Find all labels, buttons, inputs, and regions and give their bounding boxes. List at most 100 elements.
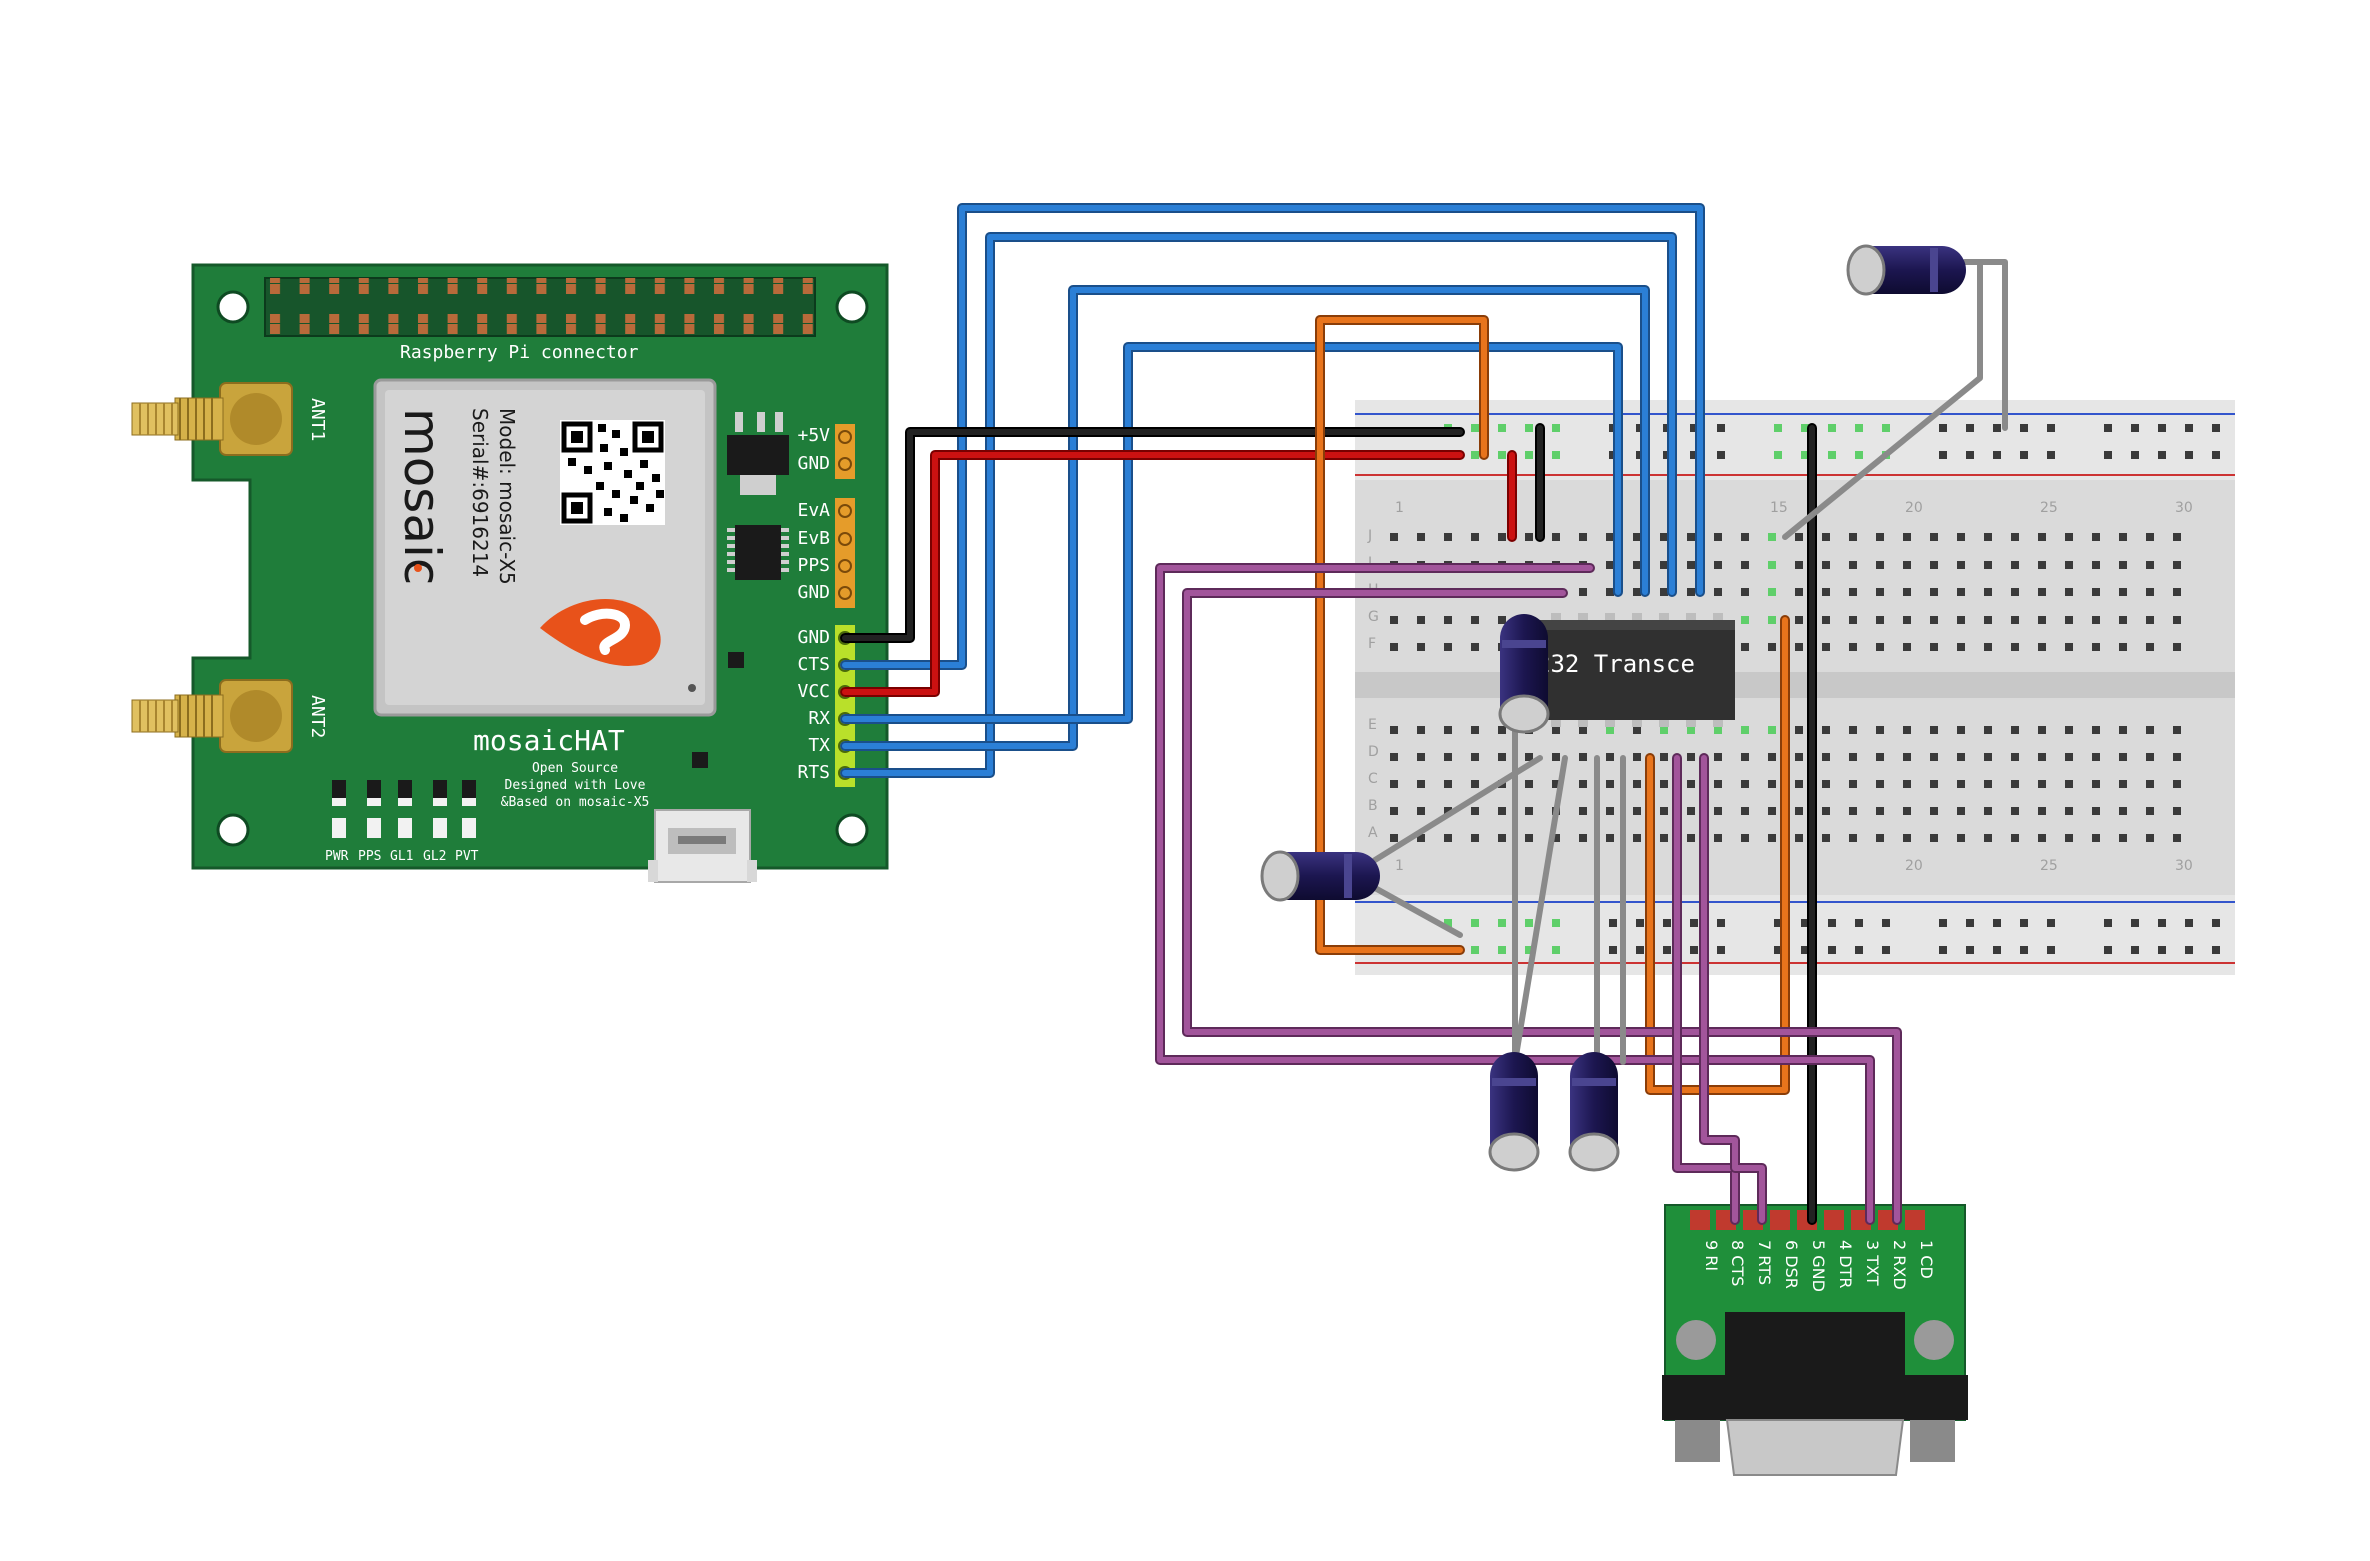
- level-shifter-chip: [727, 525, 789, 580]
- pin-label-eva: EvA: [797, 500, 830, 521]
- col-number-30: 30: [2175, 500, 2193, 516]
- col-number-15: 15: [1770, 500, 1788, 516]
- db9-connector-shell: [1725, 1419, 1905, 1476]
- row-letter-c: C: [1368, 771, 1378, 787]
- col-number-25: 25: [2040, 500, 2058, 516]
- row-letter-d: D: [1368, 744, 1379, 760]
- cap-lead: [1372, 885, 1463, 938]
- db9-pin-label-2: 2 RXD: [1890, 1240, 1909, 1290]
- wire-black-gnd[interactable]: [840, 427, 1465, 643]
- wire-blue-rts[interactable]: [840, 232, 1677, 778]
- led-label-gl1: GL1: [390, 849, 413, 864]
- module-brand: mosaic: [393, 408, 451, 585]
- micro-usb-port[interactable]: [648, 809, 757, 883]
- board-title: mosaicHAT: [473, 724, 625, 757]
- mount-hole: [1914, 1320, 1954, 1360]
- mount-hole: [216, 813, 250, 847]
- db9-pin-label-6: 6 DSR: [1782, 1240, 1801, 1289]
- status-leds: PWR PPS GL1 GL2 PVT: [325, 780, 479, 864]
- pin-label-rts: RTS: [797, 762, 830, 783]
- pin-label-rx: RX: [808, 708, 830, 729]
- ant1-sma-connector: [131, 382, 293, 456]
- db9-pin-label-1: 1 CD: [1917, 1240, 1936, 1279]
- cap-lead: [1512, 755, 1568, 1065]
- db9-pin-label-4: 4 DTR: [1836, 1240, 1855, 1288]
- wire-purple-rxd[interactable]: [1182, 588, 1902, 1225]
- row-letter-g: G: [1368, 609, 1379, 625]
- ant2-label: ANT2: [307, 695, 328, 738]
- pin-label-evb: EvB: [797, 528, 830, 549]
- led-label-pvt: PVT: [455, 849, 479, 864]
- cap-lead: [1782, 259, 1983, 540]
- wire-red-vcc[interactable]: [840, 450, 1465, 697]
- led-label-pps: PPS: [358, 849, 381, 864]
- module-serial: Serial#:6916214: [468, 408, 492, 577]
- pin-label-5v: +5V: [797, 425, 830, 446]
- row-letter-f: F: [1368, 636, 1376, 652]
- ant2-sma-connector: [131, 679, 293, 753]
- db9-pin-label-5: 5 GND: [1809, 1240, 1828, 1292]
- board-subtitle-2: Designed with Love: [505, 778, 646, 793]
- wire-blue-tx[interactable]: [840, 285, 1650, 751]
- septentrio-logo-icon: [540, 598, 661, 666]
- ic-label: 232 Transce: [1536, 650, 1695, 678]
- mosaic-hat-board: Raspberry Pi connector: [131, 263, 889, 883]
- small-chip: [728, 652, 744, 668]
- uart-pin-header: [835, 625, 855, 787]
- capacitor-on-ic: [1498, 614, 1550, 734]
- db9-pin-label-7: 7 RTS: [1755, 1240, 1774, 1285]
- small-chip: [692, 752, 708, 768]
- mount-hole: [216, 290, 250, 324]
- wire-orange-rail[interactable]: [1315, 315, 1489, 955]
- pin-label-pps: PPS: [797, 555, 830, 576]
- wire-purple-txd[interactable]: [1155, 563, 1875, 1225]
- led-label-pwr: PWR: [325, 849, 349, 864]
- breadboard: J I H G F E D C B A 1 15 20 25 30 1 20 2…: [1355, 400, 2235, 975]
- wire-purple-cts[interactable]: [1672, 753, 1740, 1225]
- wire-purple-rts[interactable]: [1699, 753, 1767, 1225]
- ant1-label: ANT1: [307, 398, 328, 441]
- raspberry-pi-header: [264, 277, 816, 337]
- col-number-20: 20: [1905, 500, 1923, 516]
- db9-pin-label-9: 9 RI: [1702, 1240, 1721, 1271]
- wire-orange-loop[interactable]: [1645, 615, 1790, 1095]
- mount-hole: [1676, 1320, 1716, 1360]
- mount-hole: [835, 290, 869, 324]
- col-number-1-bottom: 1: [1395, 858, 1404, 874]
- col-number-20-bottom: 20: [1905, 858, 1923, 874]
- board-subtitle-3: &Based on mosaic-X5: [501, 795, 650, 810]
- mosaic-x5-module: mosaic Model: mosaic-X5 Serial#:6916214: [373, 378, 717, 717]
- db9-pin-label-8: 8 CTS: [1728, 1240, 1747, 1286]
- capacitor-bottom-1: [1488, 1052, 1540, 1172]
- capacitor-bottom-2: [1568, 1052, 1620, 1172]
- module-model: Model: mosaic-X5: [495, 408, 519, 585]
- col-number-1: 1: [1395, 500, 1404, 516]
- connector-label: Raspberry Pi connector: [400, 342, 639, 363]
- wire-blue-cts[interactable]: [840, 203, 1705, 670]
- wire-blue-rx[interactable]: [840, 342, 1623, 724]
- qr-code-icon: [560, 420, 665, 525]
- row-letter-j: J: [1367, 528, 1372, 544]
- event-pin-header: [835, 498, 855, 608]
- col-number-30-bottom: 30: [2175, 858, 2193, 874]
- rs232-transceiver-ic: 232 Transce: [1536, 613, 1735, 727]
- pin-label-tx: TX: [808, 735, 830, 756]
- row-letter-b: B: [1368, 798, 1378, 814]
- row-letter-a: A: [1368, 825, 1378, 841]
- voltage-regulator: [727, 412, 789, 495]
- col-number-25-bottom: 25: [2040, 858, 2058, 874]
- pin-label-gnd-uart: GND: [797, 627, 830, 648]
- db9-connector-body: [1725, 1312, 1905, 1382]
- capacitor-left: [1260, 850, 1380, 902]
- pin-label-vcc: VCC: [797, 681, 830, 702]
- pin-label-cts: CTS: [797, 654, 830, 675]
- pin-label-gnd-power: GND: [797, 453, 830, 474]
- led-label-gl2: GL2: [423, 849, 446, 864]
- db9-breakout-board: 9 RI 8 CTS 7 RTS 6 DSR 5 GND 4 DTR 3 TXT…: [1662, 1204, 1968, 1476]
- cap-lead: [1372, 755, 1543, 863]
- mount-hole: [835, 813, 869, 847]
- db9-pin-label-3: 3 TXT: [1863, 1240, 1882, 1286]
- power-pin-header: [835, 424, 855, 479]
- row-letter-e: E: [1368, 717, 1377, 733]
